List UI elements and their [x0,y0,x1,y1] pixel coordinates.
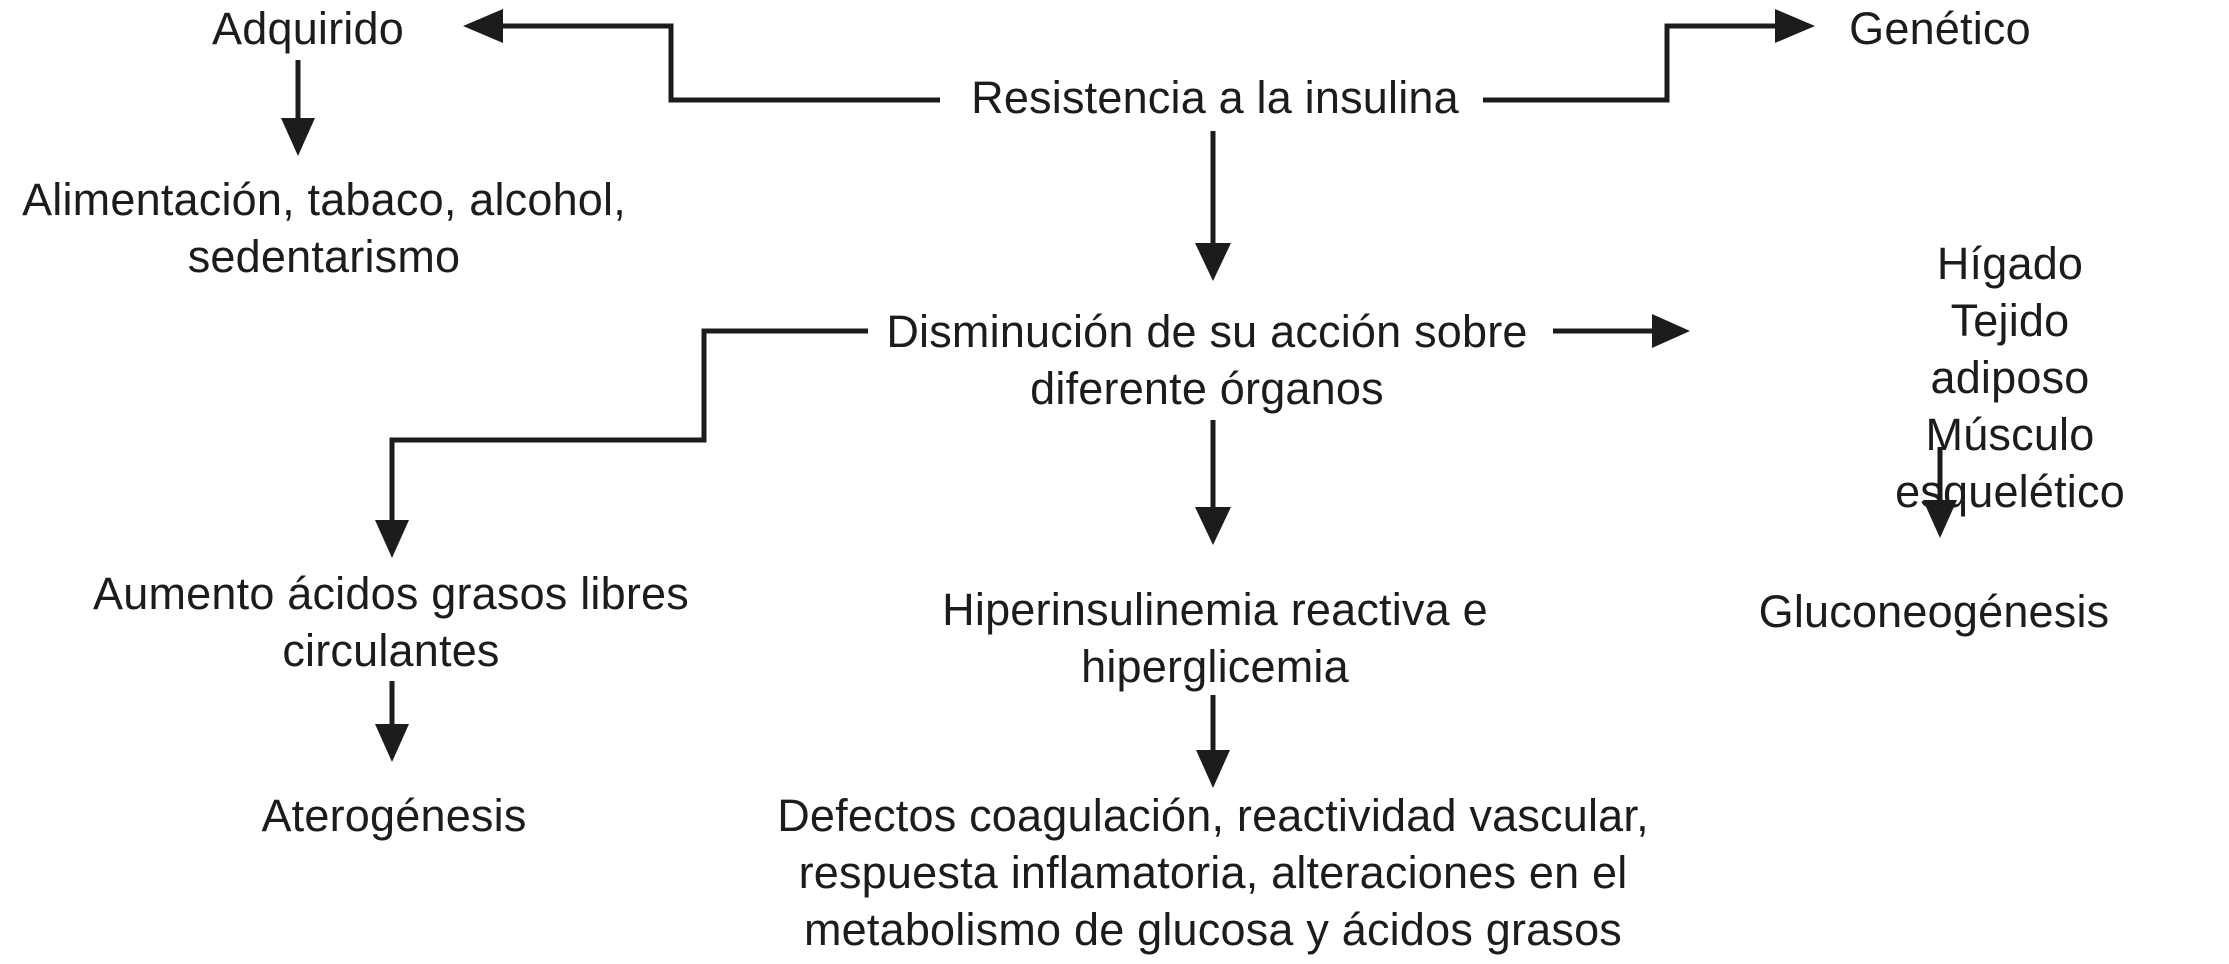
arrow-resistencia-to-disminucion [1195,131,1231,281]
node-adquirido: Adquirido [212,3,404,54]
node-alimentacion-tabaco: Alimentación, tabaco, alcohol, sedentari… [22,174,626,282]
arrow-resistencia-to-adquirido [463,9,940,103]
arrow-resistencia-to-genetico [1483,9,1815,103]
arrow-disminucion-to-aumento [375,328,868,558]
arrow-organos-to-gluconeogenesis [1923,447,1957,538]
arrow-adquirido-to-alimentacion [281,60,315,156]
node-hiperinsulinemia: Hiperinsulinemia reactiva e hiperglicemi… [942,584,1488,692]
node-aumento-acidos-grasos: Aumento ácidos grasos libres circulantes [93,568,689,676]
node-resistencia-insulina: Resistencia a la insulina [971,72,1459,123]
node-gluconeogenesis: Gluconeogénesis [1758,586,2110,637]
node-aterogenesis: Aterogénesis [261,790,527,841]
node-defectos-coagulacion: Defectos coagulación, reactividad vascul… [777,790,1649,955]
arrow-disminucion-to-organos [1553,314,1690,348]
arrow-aumento-to-aterogenesis [375,681,409,762]
arrow-disminucion-to-hiperinsulinemia [1195,420,1231,545]
arrow-hiperinsulinemia-to-defectos [1196,695,1230,788]
node-genetico: Genético [1849,3,2031,54]
node-organos-diana: Hígado Tejido adiposo Músculo esquelétic… [1895,238,2125,517]
node-disminucion-accion: Disminución de su acción sobre diferente… [886,306,1528,414]
